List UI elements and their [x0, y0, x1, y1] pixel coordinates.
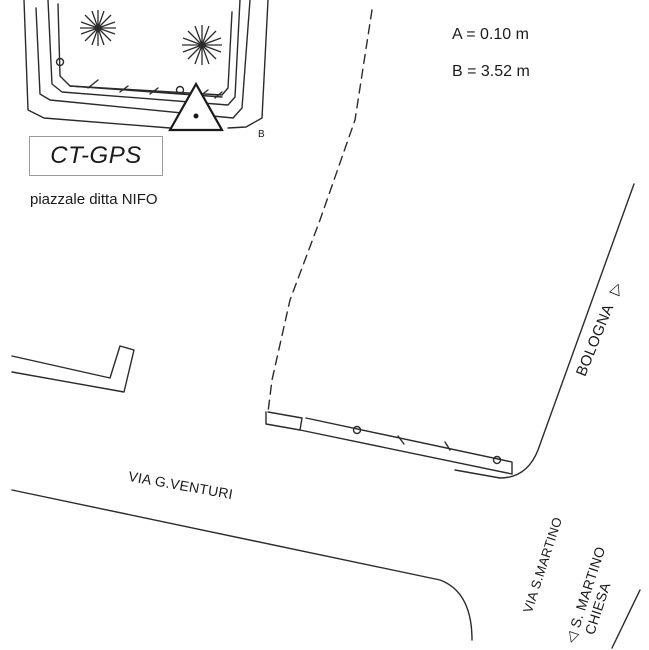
fence-post	[492, 455, 502, 465]
parcel-edge	[265, 411, 513, 475]
courtyard-outline-1	[35, 0, 251, 119]
tree-icon	[80, 10, 116, 46]
measurement-a: A = 0.10 m	[452, 26, 529, 43]
courtyard-outline-4	[23, 0, 269, 129]
station-label: CT-GPS	[50, 142, 142, 169]
road-edge-chiesa	[611, 589, 641, 649]
tree-icon	[182, 25, 222, 65]
courtyard-outline-3	[57, 3, 233, 96]
parcel-edge-2	[267, 411, 303, 431]
station-marker-letter: B	[258, 129, 265, 140]
fence-ticks-top	[87, 79, 223, 99]
fence-ticks-bottom	[397, 435, 451, 451]
fence-post	[55, 57, 65, 67]
parcel-edge-3	[305, 417, 513, 475]
courtyard-outline-2	[47, 0, 241, 106]
road-edge-bologna	[454, 183, 635, 479]
gps-station-icon	[168, 81, 224, 132]
road-edge-venturi	[11, 489, 473, 641]
fence-post	[175, 85, 185, 95]
measurement-b: B = 3.52 m	[452, 63, 530, 80]
place-yard-label: piazzale ditta NIFO	[30, 191, 158, 208]
dashed-boundary	[267, 9, 373, 413]
fence-post	[352, 425, 362, 435]
building-stub	[11, 345, 135, 393]
station-label-box: CT-GPS	[29, 136, 163, 176]
